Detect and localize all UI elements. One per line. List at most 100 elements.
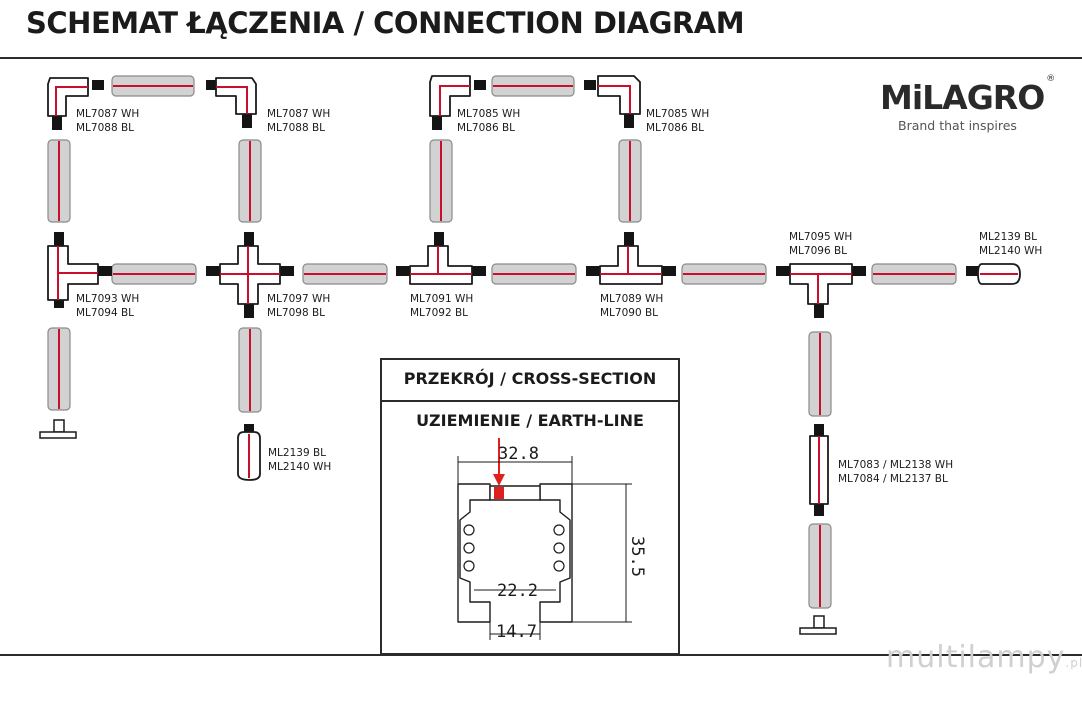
earth-arrow-head [493, 474, 505, 486]
profile-contact [463, 542, 475, 554]
connector-plug [92, 80, 104, 90]
label-corner-left-line-1: ML7087 WH [76, 108, 139, 120]
connector-plug [662, 266, 676, 276]
connector-conductor-line [55, 86, 88, 116]
brand-logo: MiLAGRO® [880, 74, 1055, 117]
label-corner-right-line-1: ML7087 WH [267, 108, 330, 120]
connector-conductor-line [598, 85, 631, 114]
label-tee-mid1-line-1: ML7091 WH [410, 293, 473, 305]
tee-connector-mid-2 [599, 245, 663, 285]
connector-plug [852, 266, 866, 276]
part-labels: ML7087 WH ML7088 BL ML7087 WH ML7088 BL ML70… [76, 108, 1042, 485]
connector-plug [206, 80, 218, 90]
label-corner2-right-line-2: ML7086 BL [646, 122, 704, 134]
bottom-divider [0, 654, 1082, 656]
watermark-text: multilampy [886, 640, 1066, 675]
profile-contact [463, 524, 475, 536]
track-rails [47, 75, 957, 609]
profile-contact [463, 560, 475, 572]
horizontal-rail [681, 263, 767, 285]
label-corner2-left-line-2: ML7086 BL [457, 122, 515, 134]
label-tee-right-line-2: ML7096 BL [789, 245, 847, 257]
page-title: SCHEMAT ŁĄCZENIA / CONNECTION DIAGRAM [26, 6, 745, 40]
dim-top-value: 32.8 [498, 444, 539, 464]
brand-tagline: Brand that inspires [898, 118, 1017, 133]
label-tee-mid1-line-2: ML7092 BL [410, 307, 468, 319]
horizontal-rail [111, 75, 195, 97]
tee-connector-left [47, 245, 99, 301]
profile-contact [553, 560, 565, 572]
connector-conductor-line [600, 246, 662, 275]
stand-base [39, 431, 77, 439]
label-feed-connector-line-1: ML7083 / ML2138 WH [838, 459, 953, 471]
vertical-rail [808, 331, 832, 417]
connector-conductor-line [57, 246, 98, 300]
end-feed-right [799, 615, 837, 635]
dim-inner-value: 22.2 [497, 581, 538, 601]
connector-plug [814, 504, 824, 516]
corner-connector-left-2 [429, 75, 471, 117]
connector-plug [244, 424, 254, 434]
vertical-rail [238, 327, 262, 413]
label-feed-connector-line-2: ML7084 / ML2137 BL [838, 473, 948, 485]
label-corner-left-line-2: ML7088 BL [76, 122, 134, 134]
connector-conductor-line [410, 246, 472, 275]
connector-plug [98, 266, 112, 276]
corner-connector-right [215, 77, 257, 115]
connector-body [409, 245, 473, 285]
connector-body [215, 77, 257, 115]
brand-name: MiLAGRO [880, 78, 1045, 117]
connector-plug [244, 304, 254, 318]
end-feed-left [39, 419, 77, 439]
label-corner-right-line-2: ML7088 BL [267, 122, 325, 134]
end-cap-right [977, 263, 1021, 285]
vertical-rail [47, 139, 71, 223]
connector-plug [242, 114, 252, 128]
connector-body [597, 75, 641, 115]
label-corner2-right-line-1: ML7085 WH [646, 108, 709, 120]
profile-contact [553, 542, 565, 554]
earth-line-heading: UZIEMIENIE / EARTH-LINE [416, 411, 644, 430]
vertical-rail [47, 327, 71, 411]
cross-connector [219, 245, 281, 305]
feed-connector [809, 435, 829, 505]
connector-plug [54, 294, 64, 308]
connector-plug [966, 266, 980, 276]
vertical-rail [618, 139, 642, 223]
label-cross-line-2: ML7098 BL [267, 307, 325, 319]
connector-plug [586, 266, 600, 276]
connector-body [789, 263, 853, 305]
connector-plug [432, 116, 442, 130]
cross-section-header: PRZEKRÓJ / CROSS-SECTION [382, 360, 678, 402]
connector-plug [814, 424, 824, 436]
connector-plug [584, 80, 596, 90]
connector-plug [396, 266, 410, 276]
dim-bottom-value: 14.7 [496, 622, 537, 642]
horizontal-rail [871, 263, 957, 285]
label-tee-left-line-2: ML7094 BL [76, 307, 134, 319]
connector-plug [280, 266, 294, 276]
connectors [39, 75, 1021, 635]
stand-neck [813, 615, 825, 629]
connector-plug [624, 232, 634, 246]
connector-plug [624, 114, 634, 128]
earth-line-marker [494, 487, 504, 499]
label-tee-left-line-1: ML7093 WH [76, 293, 139, 305]
connector-plug [776, 266, 790, 276]
corner-connector-right-2 [597, 75, 641, 115]
label-tee-mid2-line-1: ML7089 WH [600, 293, 663, 305]
horizontal-rail [111, 263, 197, 285]
registered-mark: ® [1046, 74, 1055, 84]
stand-neck [53, 419, 65, 433]
watermark: multilampy.pl [886, 640, 1082, 675]
connector-conductor-line [439, 85, 470, 116]
cross-section-panel: PRZEKRÓJ / CROSS-SECTION UZIEMIENIE / EA… [380, 358, 680, 655]
label-endcap-right-line-1: ML2139 BL [979, 231, 1037, 243]
vertical-rail [808, 523, 832, 609]
vertical-rail [429, 139, 453, 223]
connector-plug [54, 232, 64, 246]
connector-plug [206, 266, 220, 276]
watermark-suffix: .pl [1065, 656, 1082, 670]
connector-body [599, 245, 663, 285]
